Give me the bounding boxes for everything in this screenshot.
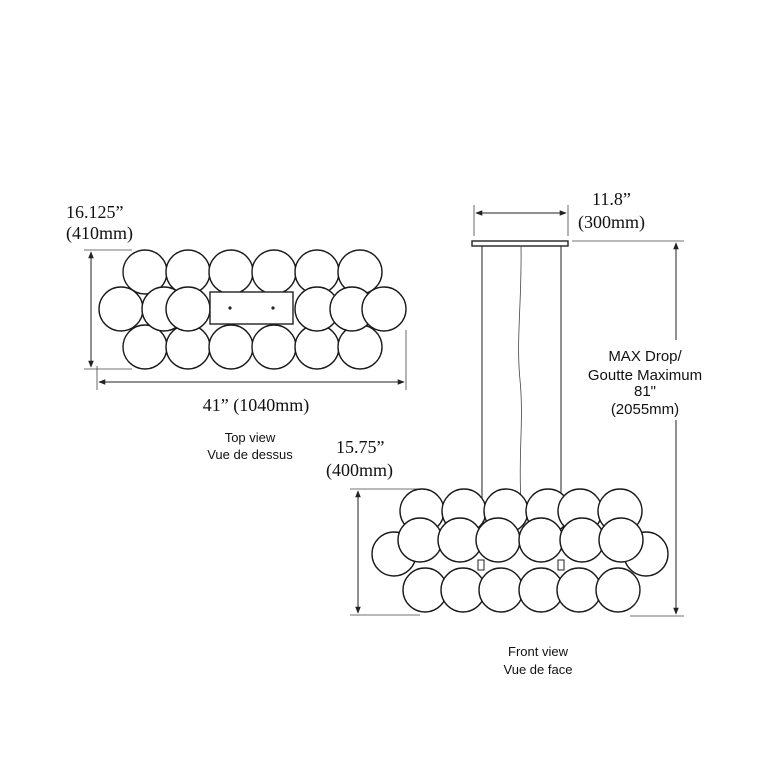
globe <box>397 517 443 563</box>
max-drop-mm: (2055mm) <box>611 401 679 418</box>
globe <box>165 286 211 332</box>
front-height-inches: 15.75” <box>336 437 385 457</box>
drop-label-background <box>586 342 706 420</box>
globe <box>478 567 524 613</box>
top-view-caption-fr: Vue de dessus <box>207 447 293 462</box>
socket <box>557 559 565 571</box>
max-drop-line3: 81" <box>634 383 656 400</box>
globe <box>208 324 254 370</box>
plate-screw <box>271 306 275 310</box>
globe <box>208 249 254 295</box>
max-drop-line1: MAX Drop/ <box>608 348 682 365</box>
front-view-caption-fr: Vue de face <box>504 662 573 677</box>
front-view-drawing <box>350 205 684 617</box>
globe <box>595 567 641 613</box>
top-depth-mm: (410mm) <box>66 223 133 244</box>
power-cord <box>518 245 522 501</box>
front-height-mm: (400mm) <box>326 460 393 481</box>
socket <box>477 559 485 571</box>
front-view-caption: Front view <box>508 644 569 659</box>
globe <box>361 286 407 332</box>
globe <box>559 517 605 563</box>
globe <box>251 249 297 295</box>
globe <box>337 324 383 370</box>
canopy-width-mm: (300mm) <box>578 212 645 233</box>
top-view-caption: Top view <box>225 430 276 445</box>
plate-screw <box>228 306 232 310</box>
canopy <box>471 240 569 247</box>
globe <box>337 249 383 295</box>
globe <box>598 517 644 563</box>
globe <box>556 567 602 613</box>
front-view-globes <box>371 488 669 613</box>
top-view-globes <box>98 249 407 370</box>
globe <box>251 324 297 370</box>
globe <box>475 517 521 563</box>
top-view-drawing <box>84 249 407 390</box>
globe <box>122 324 168 370</box>
globe <box>518 517 564 563</box>
canopy-width-inches: 11.8” <box>592 189 631 209</box>
ceiling-plate <box>209 291 294 325</box>
globe <box>98 286 144 332</box>
top-depth-inches: 16.125” <box>66 202 124 222</box>
top-width-label: 41” (1040mm) <box>203 395 309 416</box>
max-drop-line2: Goutte Maximum <box>588 367 702 384</box>
